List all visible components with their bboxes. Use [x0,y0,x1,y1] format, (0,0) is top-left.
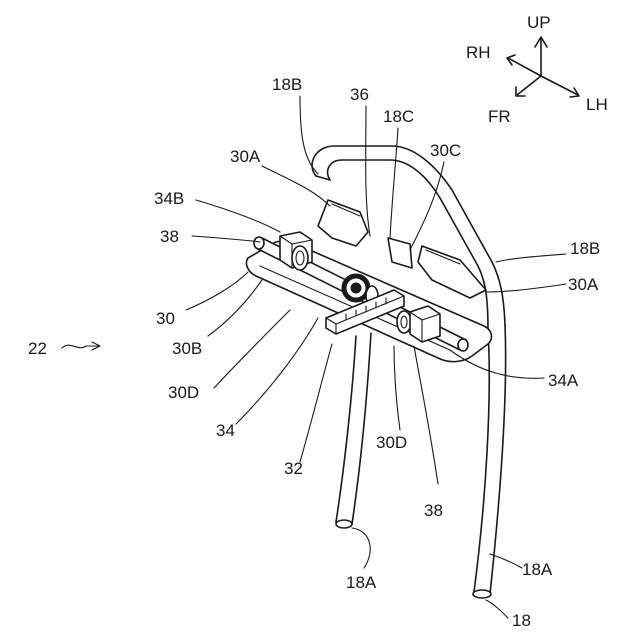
compass-lh-label: LH [586,95,608,114]
label-30d-left: 30D [168,383,199,402]
compass-rh-label: RH [466,43,491,62]
label-30c: 30C [430,141,461,160]
label-30a-left: 30A [230,147,261,166]
shaft-assembly [254,232,468,351]
label-32: 32 [284,459,303,478]
compass-up-label: UP [527,13,551,32]
label-34a: 34A [548,371,579,390]
label-18a-left: 18A [346,573,377,592]
label-30d-bottom: 30D [376,433,407,452]
label-38-bottom: 38 [424,501,443,520]
direction-compass: UP RH FR LH [466,13,608,126]
label-30b: 30B [172,339,202,358]
compass-fr-label: FR [488,107,511,126]
label-30a-right: 30A [568,275,599,294]
label-18: 18 [512,611,531,630]
label-34: 34 [216,421,235,440]
label-18a-right: 18A [522,560,553,579]
label-18b-right: 18B [570,239,600,258]
label-34b: 34B [154,189,184,208]
label-18c: 18C [383,107,414,126]
label-18b-top: 18B [272,75,302,94]
label-36: 36 [350,85,369,104]
label-38-left: 38 [160,227,179,246]
label-22: 22 [28,339,47,358]
label-30: 30 [156,309,175,328]
